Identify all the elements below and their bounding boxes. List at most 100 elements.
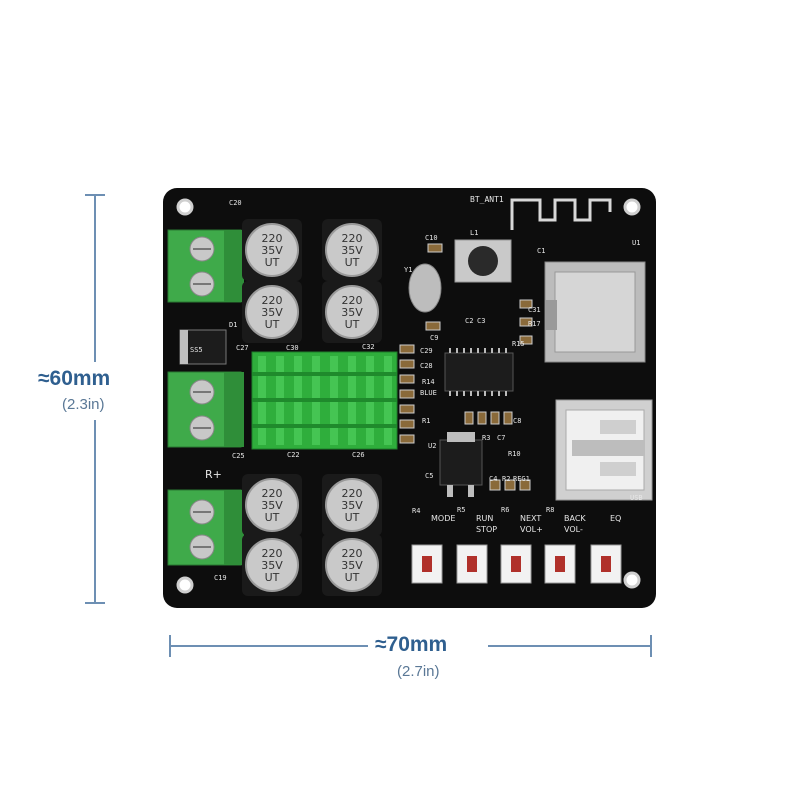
capacitor-marking: 35V	[261, 306, 283, 319]
ref-label: C32	[362, 343, 375, 351]
ref-label: R1	[422, 417, 430, 425]
capacitor-marking: UT	[345, 511, 360, 524]
screw-terminals	[167, 229, 244, 566]
ref-label: C9	[430, 334, 438, 342]
ref-label: R8	[546, 506, 554, 514]
capacitor-marking: 220	[342, 294, 363, 307]
inductor-l1	[454, 239, 512, 283]
ref-label: BLUE	[420, 389, 437, 397]
ref-label: USB	[630, 494, 643, 502]
diode-ss5	[179, 329, 227, 365]
ref-label: L1	[470, 229, 478, 237]
ref-label: R2	[502, 475, 510, 483]
ref-label: C31	[528, 306, 541, 314]
crystal-y1	[408, 263, 442, 313]
capacitor-marking: 220	[262, 487, 283, 500]
button-label: STOP	[476, 525, 497, 534]
ref-label: C7	[497, 434, 505, 442]
button-label: VOL+	[520, 525, 543, 534]
terminal-block-top	[167, 229, 244, 303]
capacitor-marking: 35V	[341, 306, 363, 319]
height-dimension-sub: (2.3in)	[62, 396, 105, 413]
capacitor-marking: UT	[265, 511, 280, 524]
usb-a-port	[555, 399, 653, 501]
ref-label: C29	[420, 347, 433, 355]
voltage-regulator-u2	[439, 432, 483, 497]
ref-label: C1	[537, 247, 545, 255]
button-label: VOL-	[564, 525, 583, 534]
sd-card-slot	[544, 261, 646, 363]
capacitor-marking: UT	[345, 318, 360, 331]
main-ic	[444, 348, 514, 396]
tactile-button: NEXT VOL+	[500, 514, 543, 584]
capacitor-marking: 35V	[261, 499, 283, 512]
ref-label: D1	[229, 321, 237, 329]
capacitor-marking: UT	[345, 571, 360, 584]
mounting-holes	[176, 198, 641, 594]
ref-label: R5	[457, 506, 465, 514]
tactile-button: RUN STOP	[456, 514, 497, 584]
ref-label: C30	[286, 344, 299, 352]
capacitor-marking: 35V	[261, 559, 283, 572]
ref-label: R4	[412, 507, 420, 515]
polarity-label: R+	[205, 468, 222, 481]
ref-label: C22	[287, 451, 300, 459]
capacitor-marking: 35V	[261, 244, 283, 257]
tactile-button: BACK VOL-	[544, 514, 586, 584]
width-dimension-sub: (2.7in)	[397, 663, 440, 680]
button-label: MODE	[431, 514, 455, 523]
ref-label: REG1	[513, 475, 530, 483]
capacitor-marking: 220	[262, 294, 283, 307]
ref-label: C8	[513, 417, 521, 425]
button-label: NEXT	[520, 514, 541, 523]
ref-label: R17	[528, 320, 541, 328]
ref-label: R15	[512, 340, 525, 348]
height-dimension-line	[85, 194, 105, 604]
capacitor-marking: UT	[265, 256, 280, 269]
ref-label: C3	[477, 317, 485, 325]
bluetooth-antenna	[510, 198, 612, 230]
ref-label: C25	[232, 452, 245, 460]
smd-components	[399, 243, 533, 491]
ref-label: U1	[632, 239, 640, 247]
button-label: RUN	[476, 514, 493, 523]
ref-label: C28	[420, 362, 433, 370]
ref-label: SS5	[190, 346, 203, 354]
ref-label: R3	[482, 434, 490, 442]
width-dimension-label: ≈70mm	[375, 633, 448, 656]
capacitor-group: 22035VUT22035VUT22035VUT22035VUT22035VUT…	[242, 219, 382, 596]
ref-label: C5	[425, 472, 433, 480]
ref-label: C2	[465, 317, 473, 325]
capacitor-marking: 220	[262, 547, 283, 560]
tactile-buttons: MODE RUN STOP NEXT VOL+ BACK VOL- EQ	[411, 514, 622, 584]
tactile-button: EQ	[590, 514, 622, 584]
ref-label: R6	[501, 506, 509, 514]
capacitor-marking: 220	[342, 232, 363, 245]
ref-label: C27	[236, 344, 249, 352]
width-dimension-line	[169, 635, 652, 657]
capacitor-marking: UT	[345, 256, 360, 269]
capacitor-marking: UT	[265, 318, 280, 331]
heatsink	[251, 351, 398, 450]
button-label: EQ	[610, 514, 621, 523]
capacitor-marking: 220	[342, 547, 363, 560]
ref-label: R14	[422, 378, 435, 386]
capacitor-marking: 35V	[341, 499, 363, 512]
capacitor-marking: 220	[262, 232, 283, 245]
tactile-button: MODE	[411, 514, 455, 584]
ref-label: C19	[214, 574, 227, 582]
button-label: BACK	[564, 514, 586, 523]
capacitor-marking: 35V	[341, 244, 363, 257]
capacitor-marking: 35V	[341, 559, 363, 572]
terminal-block-bottom	[167, 489, 244, 566]
antenna-label: BT_ANT1	[470, 195, 504, 204]
ref-label: C10	[425, 234, 438, 242]
